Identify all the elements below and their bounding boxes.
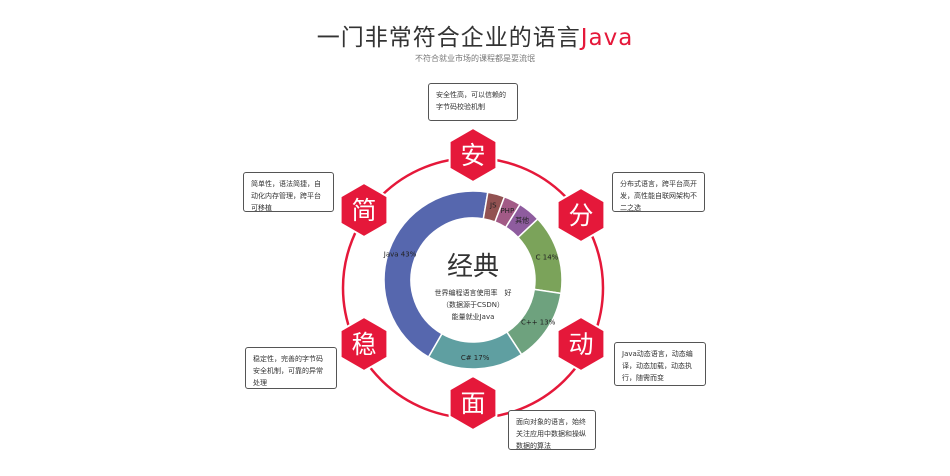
hex-node-jian: 简	[339, 182, 389, 238]
center-line-3: 能量就业Java	[451, 313, 495, 321]
donut-label: PHP	[500, 207, 514, 215]
desc-box-fen: 分布式语言，跨平台高开发，高性能自联网架构不二之选	[612, 172, 705, 212]
hex-node-wen: 稳	[339, 316, 389, 372]
hexagon-shape	[339, 316, 389, 372]
donut-slice-java	[383, 190, 489, 359]
hex-node-dong: 动	[556, 316, 606, 372]
hexagon-shape	[556, 187, 606, 243]
hex-char: 安	[460, 141, 485, 170]
hexagon-shape	[448, 127, 498, 183]
hex-char: 面	[460, 389, 485, 418]
desc-box-an: 安全性高，可以信赖的字节码校验机制	[428, 83, 518, 121]
donut-slice-c-	[427, 330, 523, 370]
hex-char: 稳	[351, 330, 376, 359]
hex-node-mian: 面	[448, 375, 498, 431]
donut-label: Java 43%	[383, 250, 417, 258]
hex-char: 简	[351, 196, 376, 225]
desc-box-jian: 简单性，语法简捷，自动化内存管理，跨平台可移植	[243, 172, 334, 212]
center-title: 经典	[446, 252, 499, 282]
page-title: 一门非常符合企业的语言Java	[0, 18, 950, 52]
donut-label: C# 17%	[461, 354, 490, 362]
center-line-1: 世界编程语言使用率 好	[434, 289, 512, 297]
title-main: 一门非常符合企业的语言	[316, 25, 581, 51]
donut-label: C 14%	[536, 253, 559, 261]
donut-label: JS	[489, 202, 497, 210]
hexagon-shape	[339, 182, 389, 238]
desc-box-mian: 面向对象的语言，始终关注应用中数据和操纵数据的算法	[508, 410, 596, 450]
hex-char: 分	[568, 201, 593, 230]
donut-label: C++ 13%	[521, 318, 556, 326]
hex-char: 动	[568, 330, 593, 359]
donut-label: 其他	[515, 216, 529, 225]
center-line-2: （数据源于CSDN）	[442, 301, 504, 309]
hex-node-fen: 分	[556, 187, 606, 243]
title-accent: Java	[580, 25, 634, 51]
hexagon-shape	[448, 375, 498, 431]
desc-box-dong: Java动态语言，动态编译，动态加载，动态执行，随需而变	[614, 342, 706, 386]
hex-node-an: 安	[448, 127, 498, 183]
hexagon-shape	[556, 316, 606, 372]
page-subtitle: 不符合就业市场的课程都是耍流氓	[415, 54, 535, 63]
desc-box-wen: 稳定性，完善的字节码安全机制，可靠的异常处理	[245, 347, 337, 389]
